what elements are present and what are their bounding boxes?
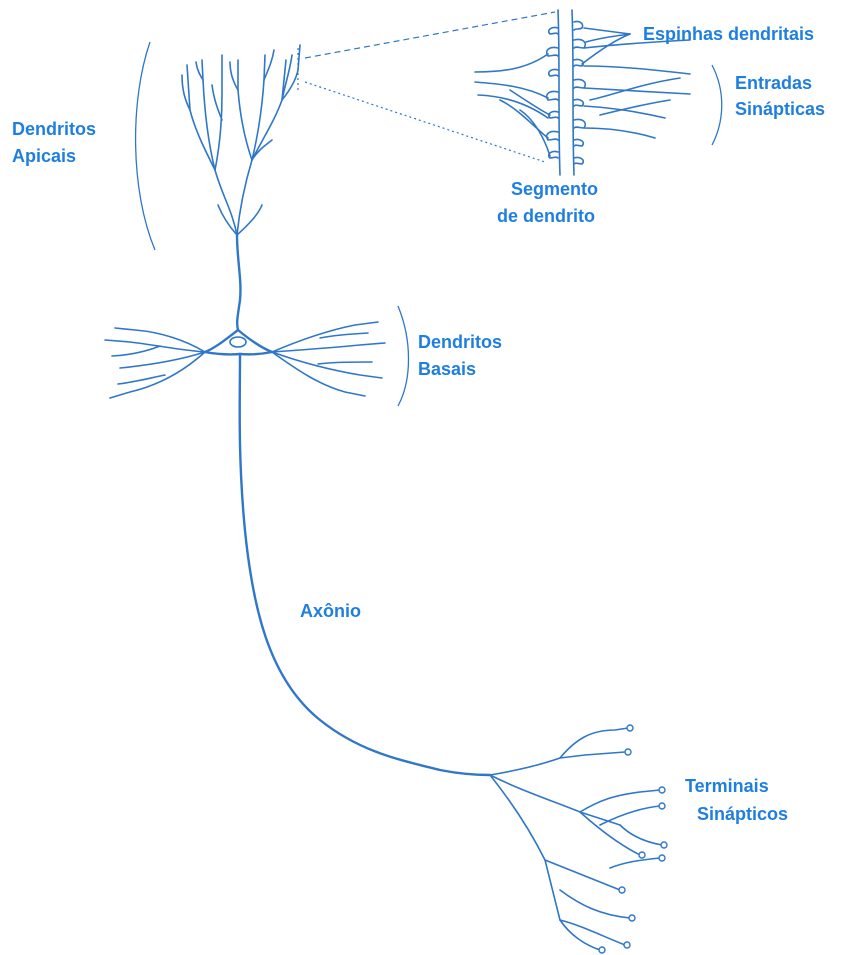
apical-dendrites [182, 45, 300, 330]
axon-terminals [490, 725, 667, 953]
entradas-brace [712, 65, 722, 145]
label-dendritos-basais-line1: Dendritos [418, 332, 502, 352]
label-dendritos-basais-line2: Basais [418, 359, 476, 379]
label-axonio: Axônio [300, 601, 361, 621]
label-espinhas-dendritais: Espinhas dendritais [643, 24, 814, 44]
basal-dendrites [105, 322, 385, 398]
label-terminais-line2: Sinápticos [697, 804, 788, 824]
basais-brace [398, 306, 409, 406]
label-terminais-line1: Terminais [685, 776, 769, 796]
label-dendritos-apicais-line1: Dendritos [12, 119, 96, 139]
label-segmento-line1: Segmento [511, 179, 598, 199]
label-entradas-line1: Entradas [735, 73, 812, 93]
label-entradas-line2: Sinápticas [735, 99, 825, 119]
apicais-brace [136, 42, 155, 250]
axon [240, 354, 490, 775]
label-segmento-line2: de dendrito [497, 206, 595, 226]
label-dendritos-apicais-line2: Apicais [12, 146, 76, 166]
soma [205, 330, 272, 354]
